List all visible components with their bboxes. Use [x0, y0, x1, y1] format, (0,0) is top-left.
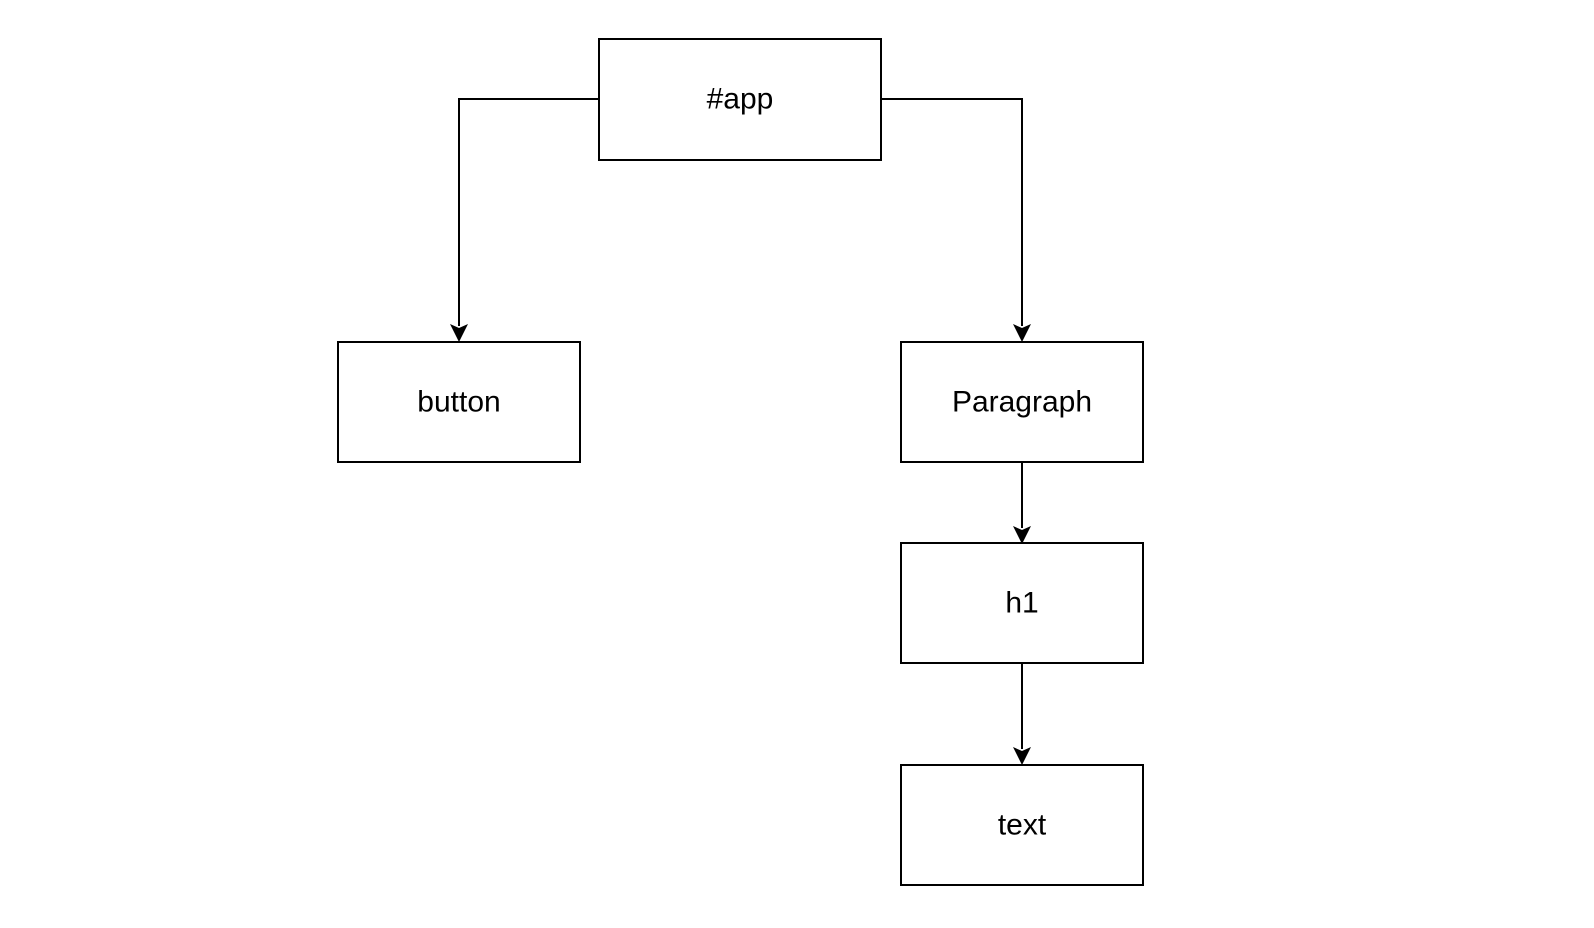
- node-box: [900, 764, 1144, 886]
- node-text: text: [900, 764, 1144, 886]
- node-h1: h1: [900, 542, 1144, 664]
- node-box: [900, 542, 1144, 664]
- node-box: [900, 341, 1144, 463]
- node-paragraph: Paragraph: [900, 341, 1144, 463]
- node-app: #app: [598, 38, 882, 161]
- node-label: #app: [707, 83, 774, 116]
- node-label: Paragraph: [952, 386, 1092, 419]
- edge-app-to-paragraph: [881, 98, 1031, 342]
- node-label: h1: [1005, 587, 1038, 620]
- edge-app-to-button: [450, 98, 598, 342]
- edge-h1-to-text: [1013, 663, 1031, 765]
- node-box: [598, 38, 882, 161]
- node-button: button: [337, 341, 581, 463]
- arrowhead-icon: [1013, 324, 1031, 342]
- edges: [450, 98, 1031, 765]
- arrowhead-icon: [1013, 747, 1031, 765]
- node-label: button: [417, 386, 500, 419]
- node-box: [337, 341, 581, 463]
- node-label: text: [998, 809, 1047, 842]
- arrowhead-icon: [1013, 526, 1031, 544]
- edge-paragraph-to-h1: [1013, 462, 1031, 544]
- arrowhead-icon: [450, 324, 468, 342]
